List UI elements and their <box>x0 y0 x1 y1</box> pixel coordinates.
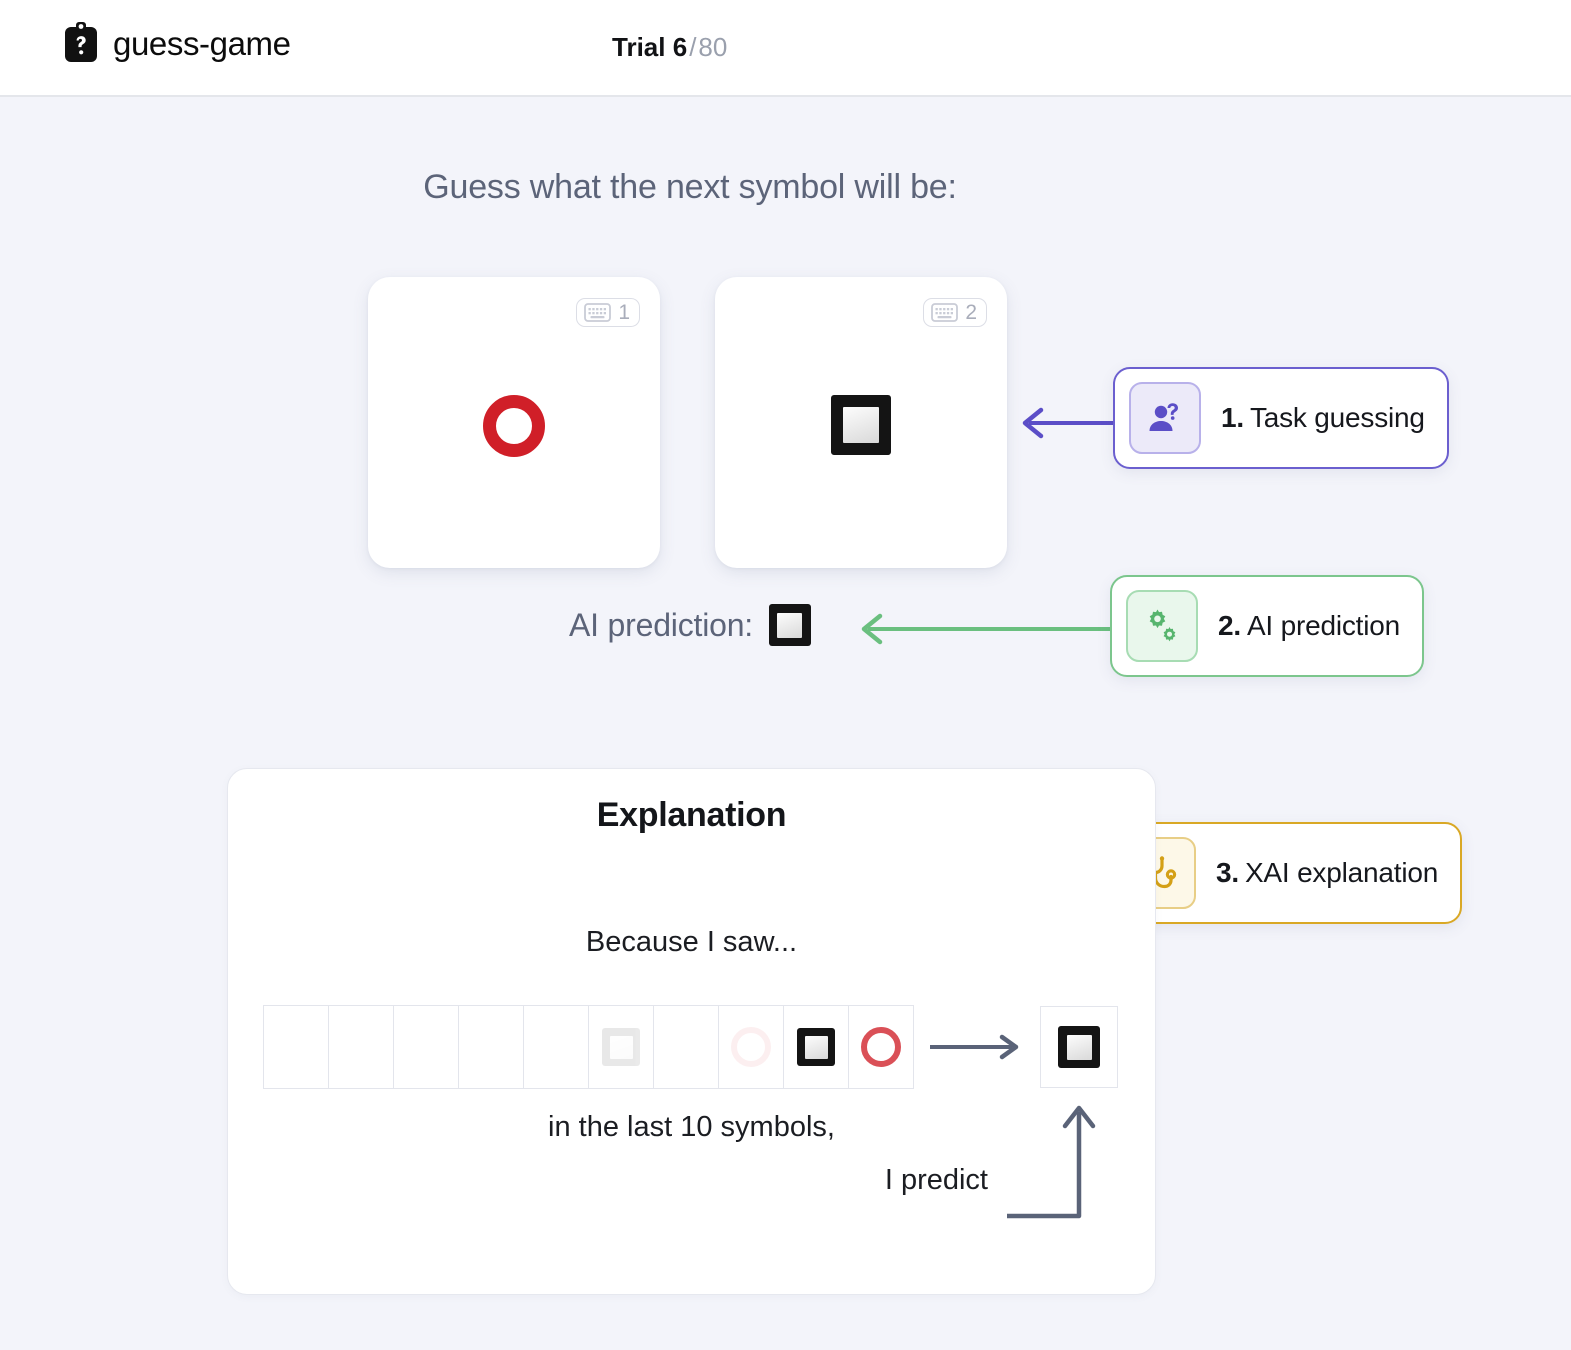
trial-separator: / <box>689 32 697 62</box>
sequence-cell-4 <box>459 1006 524 1088</box>
symbol-sequence-grid <box>263 1005 914 1089</box>
sequence-cell-7 <box>654 1006 719 1088</box>
predicted-symbol-cell <box>1040 1006 1118 1088</box>
black-square-icon <box>831 395 891 455</box>
callout-1-label: Task guessing <box>1249 402 1425 433</box>
connector-arrow-ai-prediction <box>861 613 1112 645</box>
black-square-icon <box>797 1028 835 1066</box>
ai-prediction-symbol-black-square-icon <box>768 604 811 646</box>
ai-prediction-row: AI prediction: <box>0 604 1380 646</box>
callout-2-number: 2. <box>1218 610 1241 641</box>
callout-1-text: 1.Task guessing <box>1221 402 1425 434</box>
callout-1-number: 1. <box>1221 402 1244 433</box>
callout-3-label: XAI explanation <box>1244 857 1439 888</box>
callout-xai-explanation: 3.XAI explanation <box>1108 822 1463 924</box>
choice-card-2[interactable]: 2 <box>715 277 1007 568</box>
black-square-icon <box>602 1028 640 1066</box>
red-circle-icon <box>731 1027 771 1067</box>
prompt-heading: Guess what the next symbol will be: <box>423 168 957 206</box>
gears-icon <box>1126 590 1198 662</box>
keyboard-icon <box>931 303 959 322</box>
trial-total: 80 <box>698 32 728 62</box>
callout-3-text: 3.XAI explanation <box>1216 857 1438 889</box>
right-arrow-icon <box>930 1034 1019 1060</box>
keyboard-hint-number-1: 1 <box>618 301 630 324</box>
sequence-cell-1 <box>264 1006 329 1088</box>
symbol-sequence <box>263 1005 1118 1089</box>
last-symbols-text: in the last 10 symbols, <box>548 1111 835 1143</box>
callout-ai-prediction: 2.AI prediction <box>1110 575 1424 677</box>
connector-arrow-task-guessing <box>1022 407 1115 439</box>
sequence-cell-5 <box>524 1006 589 1088</box>
trial-current: 6 <box>672 32 688 62</box>
red-circle-icon <box>861 1027 901 1067</box>
brand: guess-game <box>63 22 291 64</box>
sequence-cell-6 <box>589 1006 654 1088</box>
person-question-icon <box>1129 382 1201 454</box>
callout-task-guessing: 1.Task guessing <box>1113 367 1449 469</box>
sequence-cell-2 <box>329 1006 394 1088</box>
sequence-cell-10 <box>849 1006 914 1088</box>
keyboard-hint-1: 1 <box>576 298 640 327</box>
keyboard-icon <box>584 303 612 322</box>
sequence-cell-3 <box>394 1006 459 1088</box>
sequence-cell-8 <box>719 1006 784 1088</box>
keyboard-hint-2: 2 <box>923 298 987 327</box>
choice-card-1[interactable]: 1 <box>368 277 660 568</box>
explanation-panel: Explanation Because I saw... in the last… <box>227 768 1156 1295</box>
trial-indicator: Trial 6/80 <box>612 34 727 60</box>
choice-cards-row: 1 2 <box>368 277 1007 568</box>
app-title: guess-game <box>113 24 291 62</box>
explanation-title: Explanation <box>596 796 787 834</box>
trial-label: Trial <box>612 32 666 62</box>
predict-text: I predict <box>884 1164 988 1196</box>
red-circle-icon <box>483 395 545 457</box>
keyboard-hint-number-2: 2 <box>965 301 977 324</box>
because-text: Because I saw... <box>585 926 798 958</box>
ai-prediction-label: AI prediction: <box>569 606 753 643</box>
choice-symbol-2 <box>715 395 1007 455</box>
predicted-black-square-icon <box>1058 1026 1100 1068</box>
callout-3-number: 3. <box>1216 857 1239 888</box>
app-header: guess-game Trial 6/80 <box>0 0 1571 97</box>
callout-2-text: 2.AI prediction <box>1218 610 1400 642</box>
elbow-up-arrow-icon <box>1007 1105 1096 1219</box>
callout-2-label: AI prediction <box>1246 610 1400 641</box>
choice-symbol-1 <box>368 395 660 457</box>
sequence-cell-9 <box>784 1006 849 1088</box>
clipboard-question-icon <box>63 22 99 64</box>
